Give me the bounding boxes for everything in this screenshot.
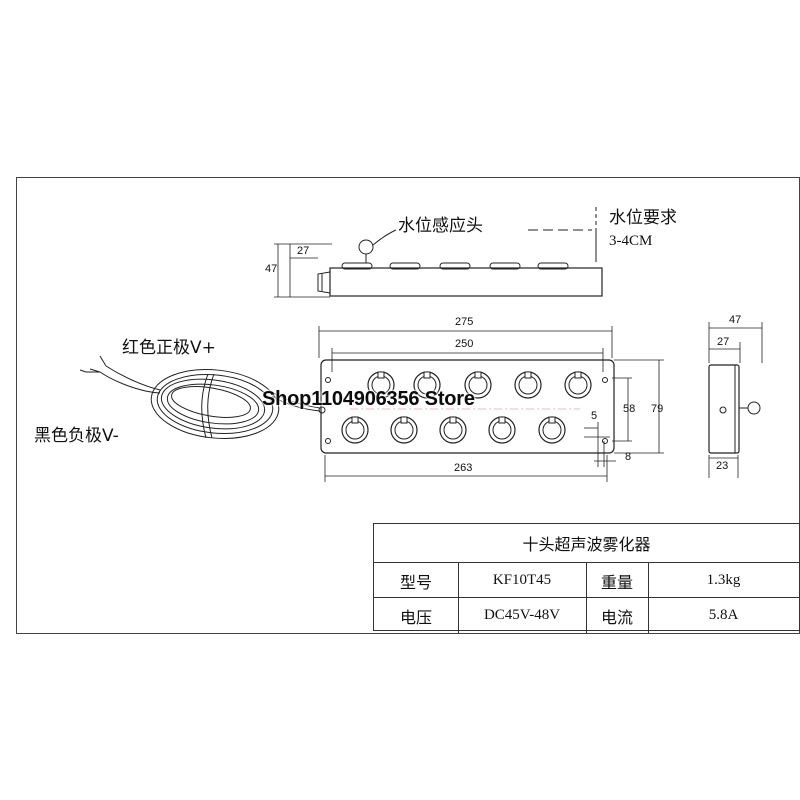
spec-row-2: 电压 DC45V-48V 电流 5.8A bbox=[374, 597, 799, 633]
water-level-range-label: 3-4CM bbox=[609, 233, 653, 249]
mist-head bbox=[439, 416, 467, 444]
mist-head bbox=[367, 371, 395, 399]
spec-key-voltage: 电压 bbox=[399, 607, 432, 627]
spec-key-weight: 重量 bbox=[600, 572, 633, 592]
dim-end-47: 47 bbox=[729, 314, 742, 326]
dim-end-27: 27 bbox=[717, 336, 730, 348]
dim-side-47: 47 bbox=[265, 263, 278, 275]
spec-row-1: 型号 KF10T45 重量 1.3kg bbox=[374, 562, 799, 598]
dim-side-27: 27 bbox=[297, 245, 310, 257]
red-wire-label: 红色正极V+ bbox=[122, 338, 216, 358]
spec-table-title: 十头超声波雾化器 bbox=[522, 535, 651, 554]
top-view bbox=[318, 326, 664, 482]
dim-height-79: 79 bbox=[651, 403, 664, 415]
store-watermark: Shop1104906356 Store bbox=[262, 388, 475, 410]
mist-head bbox=[514, 371, 542, 399]
mist-head bbox=[413, 371, 441, 399]
mist-head bbox=[538, 416, 566, 444]
spec-table: 十头超声波雾化器 型号 KF10T45 重量 1.3kg 电压 DC45V-48… bbox=[373, 523, 800, 633]
dim-end-23: 23 bbox=[716, 460, 729, 472]
spec-value-model: KF10T45 bbox=[492, 572, 552, 588]
mist-head bbox=[488, 416, 516, 444]
spec-key-model: 型号 bbox=[399, 572, 432, 592]
spec-value-weight: 1.3kg bbox=[706, 572, 741, 588]
black-wire-label: 黑色负极V- bbox=[34, 426, 119, 446]
dim-small-8: 8 bbox=[625, 451, 632, 463]
spec-value-voltage: DC45V-48V bbox=[483, 607, 561, 623]
cable-coil bbox=[79, 355, 321, 439]
end-view bbox=[708, 322, 763, 478]
mist-head bbox=[464, 371, 492, 399]
side-view bbox=[274, 207, 603, 298]
water-level-requirement-label: 水位要求 bbox=[609, 208, 677, 228]
mist-head bbox=[564, 371, 592, 399]
dim-inner-250: 250 bbox=[455, 338, 474, 350]
spec-key-current: 电流 bbox=[600, 607, 633, 627]
dim-bottom-263: 263 bbox=[454, 462, 473, 474]
dim-height-58: 58 bbox=[623, 403, 636, 415]
mist-head bbox=[341, 416, 369, 444]
dim-small-5: 5 bbox=[591, 410, 598, 422]
spec-value-current: 5.8A bbox=[708, 607, 739, 623]
mist-head bbox=[390, 416, 418, 444]
dim-total-275: 275 bbox=[455, 316, 474, 328]
sensor-label: 水位感应头 bbox=[398, 216, 483, 236]
